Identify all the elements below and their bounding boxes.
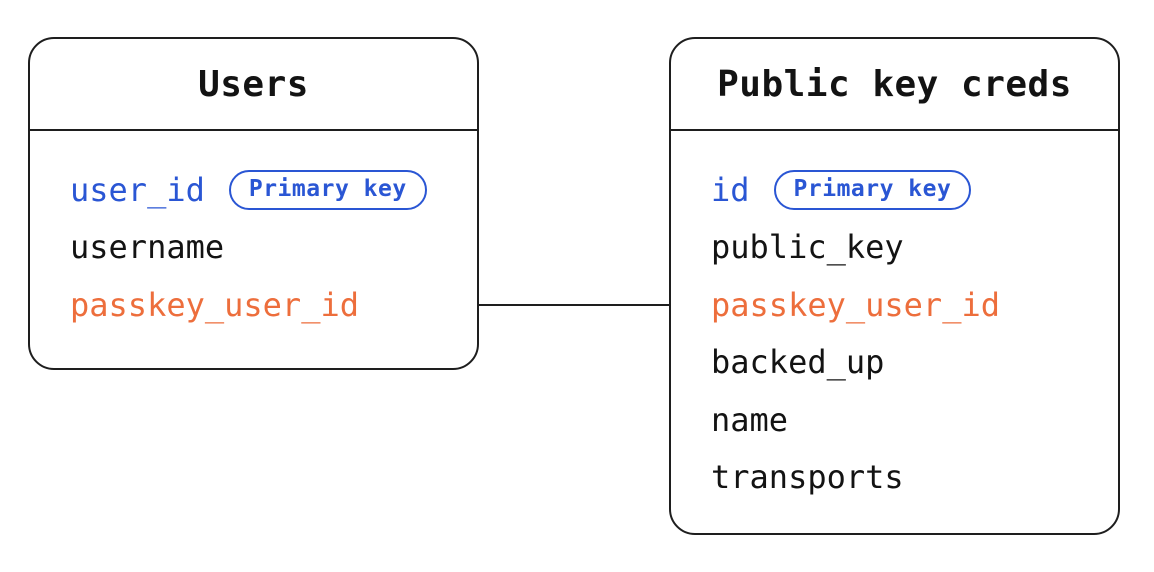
field-row-public-key: public_key: [711, 219, 1118, 277]
field-name-public-key: public_key: [711, 228, 904, 267]
field-row-backed-up: backed_up: [711, 334, 1118, 392]
field-row-user-id: user_id Primary key: [70, 161, 477, 219]
field-row-username: username: [70, 219, 477, 277]
table-title: Public key creds: [717, 63, 1072, 105]
field-name-passkey-user-id: passkey_user_id: [711, 285, 1000, 324]
table-users: Users user_id Primary key username passk…: [28, 37, 479, 370]
field-row-name: name: [711, 391, 1118, 449]
field-name-user-id: user_id: [70, 170, 205, 209]
table-users-fields: user_id Primary key username passkey_use…: [30, 131, 477, 334]
field-row-passkey-user-id: passkey_user_id: [70, 276, 477, 334]
field-name-name: name: [711, 400, 789, 439]
field-name-transports: transports: [711, 458, 904, 497]
field-row-passkey-user-id: passkey_user_id: [711, 276, 1118, 334]
primary-key-badge: Primary key: [228, 169, 427, 210]
field-row-transports: transports: [711, 449, 1118, 507]
table-public-key-creds: Public key creds id Primary key public_k…: [669, 37, 1120, 535]
table-public-key-creds-header: Public key creds: [671, 39, 1118, 131]
field-name-backed-up: backed_up: [711, 343, 885, 382]
field-name-id: id: [711, 170, 750, 209]
relationship-connector: [479, 304, 669, 306]
field-row-id: id Primary key: [711, 161, 1118, 219]
field-name-username: username: [70, 228, 225, 267]
table-public-key-creds-fields: id Primary key public_key passkey_user_i…: [671, 131, 1118, 506]
table-users-header: Users: [30, 39, 477, 131]
table-title: Users: [198, 63, 309, 105]
field-name-passkey-user-id: passkey_user_id: [70, 285, 359, 324]
primary-key-badge: Primary key: [773, 169, 972, 210]
